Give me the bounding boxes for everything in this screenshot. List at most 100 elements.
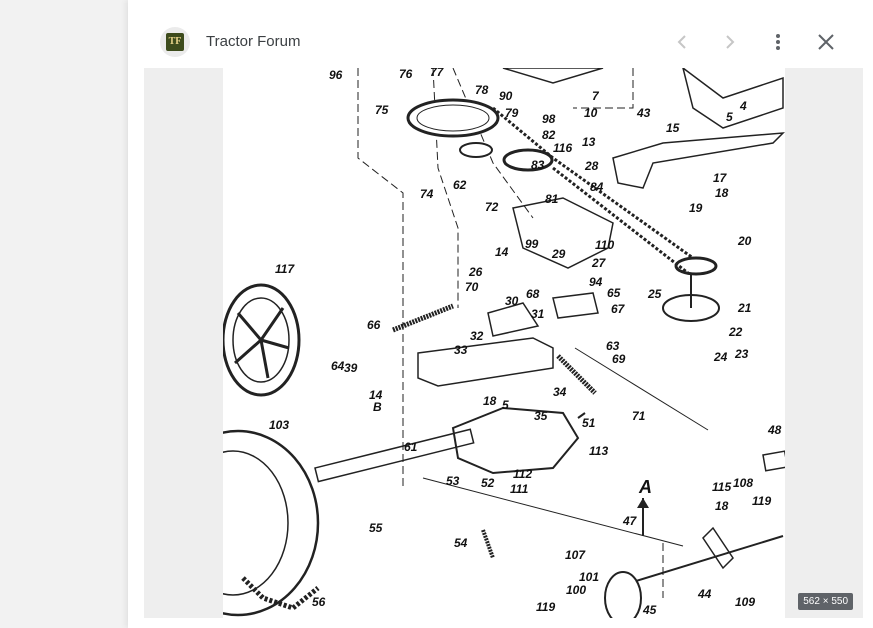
part-label: 103 <box>269 418 289 432</box>
part-label: 66 <box>367 318 381 332</box>
part-label: 111 <box>510 482 529 496</box>
control-lever <box>552 292 599 319</box>
part-label: 31 <box>531 307 545 321</box>
part-label: 115 <box>712 480 731 494</box>
part-label: 84 <box>590 180 604 194</box>
preview-header: TF Tractor Forum <box>128 0 873 68</box>
close-icon <box>818 34 834 50</box>
part-label: 64 <box>331 359 345 373</box>
part-label: 90 <box>499 89 513 103</box>
previous-image-button[interactable] <box>669 29 695 55</box>
part-label: 21 <box>737 301 752 315</box>
next-image-button[interactable] <box>717 29 743 55</box>
tire-tread <box>241 576 320 611</box>
part-label: 34 <box>553 385 567 399</box>
idler-pulley <box>674 256 718 276</box>
part-label: 52 <box>481 476 495 490</box>
part-label: 75 <box>375 103 389 117</box>
cross-shaft <box>612 535 784 589</box>
part-label: 72 <box>485 200 499 214</box>
wheel-spokes <box>234 307 290 379</box>
part-label: 39 <box>344 361 358 375</box>
part-label: 83 <box>531 158 545 172</box>
tire <box>223 429 320 617</box>
more-options-button[interactable] <box>765 29 791 55</box>
control-rod <box>574 347 709 431</box>
chevron-left-icon <box>677 35 686 49</box>
part-label: 13 <box>582 135 596 149</box>
tire-inner <box>223 450 289 596</box>
part-label: 15 <box>666 121 680 135</box>
control-lever <box>487 302 540 337</box>
part-label: 113 <box>589 444 608 458</box>
part-label: 29 <box>551 247 566 261</box>
transaxle-housing <box>451 406 580 475</box>
large-pulley-groove <box>416 104 490 132</box>
drive-pulley <box>502 148 554 172</box>
part-label: 4 <box>739 99 747 113</box>
part-label: 45 <box>642 603 657 617</box>
part-label: 24 <box>713 350 728 364</box>
part-label: 78 <box>475 83 489 97</box>
drive-belt <box>492 106 694 260</box>
site-name[interactable]: Tractor Forum <box>206 33 301 50</box>
background-page-area <box>0 0 128 628</box>
idler-bracket <box>512 197 614 269</box>
small-pulley <box>459 142 493 158</box>
brake-rod <box>422 477 684 547</box>
part-label: 69 <box>612 352 626 366</box>
part-label: 18 <box>715 499 729 513</box>
part-label: 107 <box>565 548 586 562</box>
brake-disc <box>604 571 642 618</box>
part-label: 7 <box>592 89 600 103</box>
part-label: 25 <box>647 287 662 301</box>
part-label: 5 <box>502 398 509 412</box>
part-label: 33 <box>454 343 468 357</box>
part-label: 96 <box>329 68 343 82</box>
part-label: 70 <box>465 280 479 294</box>
part-label: 94 <box>589 275 603 289</box>
part-label: 116 <box>553 141 572 155</box>
part-label: 27 <box>591 256 607 270</box>
part-label: 108 <box>733 476 753 490</box>
part-label: 119 <box>536 600 555 614</box>
part-label: 14 <box>495 245 509 259</box>
part-label: 19 <box>689 201 703 215</box>
part-label: 55 <box>369 521 383 535</box>
image-preview-panel: TF Tractor Forum <box>128 0 873 628</box>
part-label: 67 <box>611 302 626 316</box>
part-label: 100 <box>566 583 586 597</box>
part-label: 44 <box>697 587 712 601</box>
image-dimensions-badge: 562 × 550 <box>798 593 853 610</box>
site-logo[interactable]: TF <box>160 27 190 57</box>
part-label: 110 <box>595 238 614 252</box>
close-button[interactable] <box>813 29 839 55</box>
part-label: 26 <box>468 265 483 279</box>
pedal-bracket <box>702 526 734 570</box>
axle-tube <box>314 428 475 483</box>
part-label: 109 <box>735 595 755 609</box>
part-label: A <box>638 477 652 497</box>
part-label: 20 <box>737 234 752 248</box>
dashed-outline <box>357 68 404 488</box>
part-label: 77 <box>430 68 445 79</box>
part-label: 14 <box>369 388 383 402</box>
part-label: 18 <box>483 394 497 408</box>
part-label: 22 <box>728 325 743 339</box>
part-label: 65 <box>607 286 621 300</box>
large-pulley <box>406 98 500 138</box>
chevron-right-icon <box>726 35 735 49</box>
frame-bracket <box>682 68 784 129</box>
part-label: 28 <box>584 159 599 173</box>
lever-plate <box>417 337 554 387</box>
part-label: 76 <box>399 68 413 81</box>
part-label: 48 <box>767 423 782 437</box>
part-label: 5 <box>726 110 733 124</box>
part-label: 79 <box>505 106 519 120</box>
part-label: 62 <box>453 178 467 192</box>
part-label: 81 <box>545 192 559 206</box>
part-label: 32 <box>470 329 484 343</box>
